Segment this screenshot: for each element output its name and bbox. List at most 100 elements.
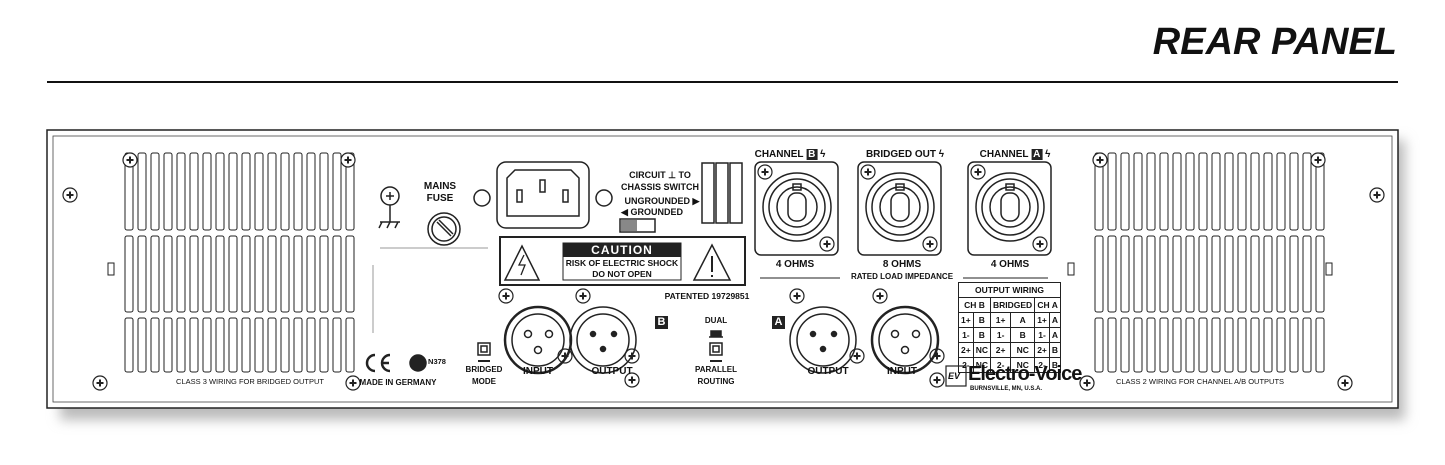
rated-load-label: RATED LOAD IMPEDANCE — [850, 272, 954, 281]
xlr-output-b-icon — [569, 306, 637, 374]
table-cell: 1- — [958, 327, 974, 343]
screw-icon — [624, 372, 640, 388]
brand-city: BURNSVILLE, MN, U.S.A. — [970, 386, 1043, 392]
screw-icon — [340, 152, 356, 168]
table-cell: 1- — [989, 327, 1012, 343]
bridged-out-label: BRIDGED OUT ϟ — [866, 149, 944, 161]
table-cell: A — [1048, 327, 1062, 343]
exclamation-warning-icon — [692, 243, 732, 281]
class2-label: CLASS 2 WIRING FOR CHANNEL A/B OUTPUTS — [1115, 377, 1285, 386]
table-cell: B — [1010, 327, 1036, 343]
channel-a-badge: A — [772, 316, 785, 329]
screw-icon — [498, 288, 514, 304]
table-header: CH A — [1034, 297, 1062, 313]
screw-icon — [345, 375, 361, 391]
lightning-icon: ϟ — [938, 149, 945, 160]
impedance-a: 4 OHMS — [990, 259, 1030, 270]
channel-b-badge: B — [806, 149, 818, 160]
screw-icon — [1337, 375, 1353, 391]
input-b-label: INPUT — [523, 366, 553, 377]
bridged-mode-label: BRIDGED — [465, 365, 503, 374]
c-tick-mark-icon — [409, 354, 427, 372]
table-cell: NC — [1010, 342, 1036, 358]
screw-icon — [575, 288, 591, 304]
made-in-label: MADE IN GERMANY — [359, 378, 437, 387]
table-cell: NC — [972, 357, 991, 373]
speakon-connector-icon — [754, 161, 839, 256]
screw-icon — [757, 164, 773, 180]
channel-a-label: CHANNEL A ϟ — [980, 149, 1051, 161]
parallel-label: PARALLEL — [694, 365, 738, 374]
screw-icon — [62, 187, 78, 203]
brand-logo: Electro-Voice — [968, 363, 1082, 385]
bridged-out-text: BRIDGED OUT — [865, 149, 936, 160]
table-cell: NC — [972, 342, 991, 358]
screw-icon — [922, 236, 938, 252]
screw-icon — [122, 152, 138, 168]
mount-hole-icon — [473, 189, 491, 207]
speakon-connector-icon — [967, 161, 1052, 256]
impedance-b: 4 OHMS — [775, 259, 815, 270]
channel-b-text: CHANNEL — [754, 149, 804, 160]
grounded-label: ◀ GROUNDED — [621, 207, 683, 217]
caution-line-2: DO NOT OPEN — [592, 269, 652, 279]
channel-a-badge: A — [1031, 149, 1043, 160]
output-b-label: OUTPUT — [591, 366, 633, 377]
table-cell: 1+ — [958, 312, 974, 328]
table-cell: A — [1010, 312, 1036, 328]
screw-icon — [1032, 236, 1048, 252]
screw-icon — [1369, 187, 1385, 203]
screw-icon — [860, 164, 876, 180]
ev-logo-icon — [945, 365, 967, 387]
ungrounded-label: UNGROUNDED ▶ — [624, 196, 700, 206]
speakon-connector-icon — [857, 161, 942, 256]
caution-label — [499, 236, 746, 286]
xlr-output-a-icon — [789, 306, 857, 374]
n378-label: N378 — [428, 357, 446, 366]
class3-label: CLASS 3 WIRING FOR BRIDGED OUTPUT — [176, 377, 324, 386]
mains-fuse-label-2: FUSE — [426, 193, 454, 204]
table-cell: B — [1048, 342, 1062, 358]
iec-power-socket-icon — [496, 161, 590, 229]
table-cell: B — [1048, 357, 1062, 373]
mains-fuse-label: MAINS — [423, 181, 457, 192]
lightning-icon: ϟ — [1045, 149, 1051, 160]
mount-hole-icon — [595, 189, 613, 207]
screw-icon — [789, 288, 805, 304]
table-header: CH B — [958, 297, 991, 313]
fuse-holder-icon — [427, 212, 461, 246]
table-cell: 2+ — [989, 342, 1012, 358]
table-cell: B — [972, 312, 991, 328]
ground-symbol-icon — [378, 186, 400, 229]
vent-grille — [1094, 152, 1325, 373]
side-slots — [107, 262, 1333, 276]
output-wiring-title: OUTPUT WIRING — [957, 282, 1062, 298]
table-cell: NC — [1010, 357, 1036, 373]
circuit-switch-label-2: CHASSIS SWITCH — [620, 182, 700, 192]
vent-grille — [124, 152, 355, 373]
impedance-bridged: 8 OHMS — [882, 259, 922, 270]
table-cell: A — [1048, 312, 1062, 328]
dual-label: DUAL — [704, 316, 728, 325]
routing-label: ROUTING — [697, 377, 735, 386]
ground-switch-icon — [619, 218, 656, 233]
ce-mark-icon — [365, 353, 391, 373]
routing-button-icon — [709, 330, 723, 362]
screw-icon — [929, 372, 945, 388]
table-cell: 1- — [1034, 327, 1050, 343]
title-divider — [47, 81, 1398, 83]
table-cell: B — [972, 327, 991, 343]
table-cell: 2+ — [1034, 342, 1050, 358]
vent-slots — [701, 162, 743, 224]
table-title-row: OUTPUT WIRING — [957, 282, 1062, 298]
screw-icon — [819, 236, 835, 252]
patent-number: PATENTED 19729851 — [664, 291, 750, 301]
circuit-switch-label: CIRCUIT ⊥ TO — [629, 170, 691, 180]
